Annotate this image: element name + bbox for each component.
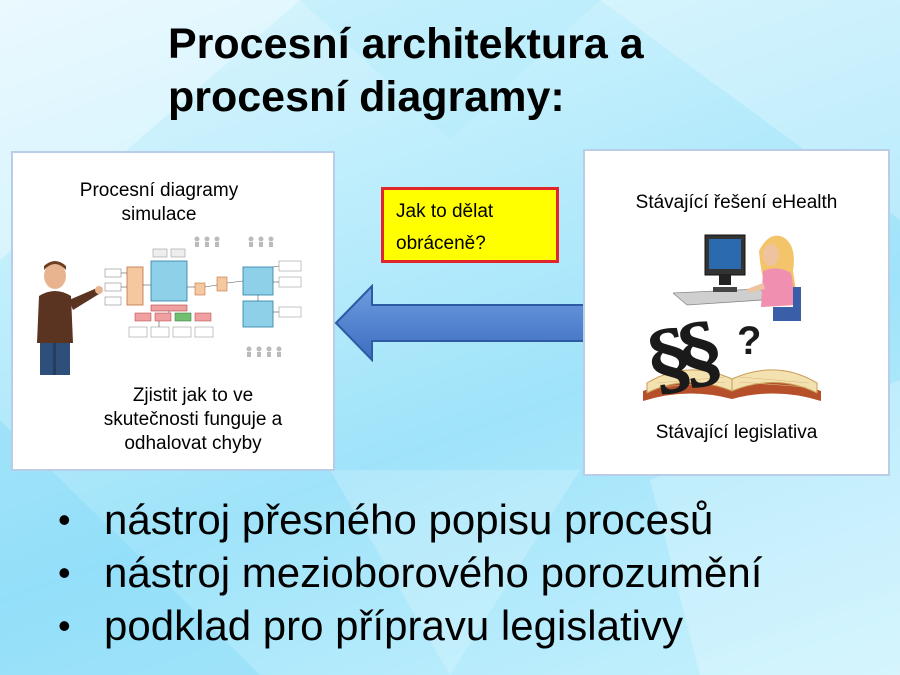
bullet-text: nástroj přesného popisu procesů [104, 496, 714, 543]
bullet-text: podklad pro přípravu legislativy [104, 602, 683, 649]
heading-line-1: Procesní diagramy [79, 180, 239, 201]
bullet-item: • nástroj mezioborového porozumění [58, 546, 762, 599]
current-solution-panel: Stávající řešení eHealth §§ ? Stávající … [583, 149, 890, 476]
process-diagram-caption: Zjistit jak to ve skutečnosti funguje a … [77, 384, 309, 456]
ehealth-heading: Stávající řešení eHealth [635, 192, 838, 213]
caption-line-3: odhalovat chyby [124, 433, 262, 454]
left-arrow-icon [334, 284, 585, 362]
reverse-question-callout: Jak to dělat obráceně? [381, 187, 559, 263]
process-diagram-thumbnail-icon [104, 236, 302, 357]
woman-at-computer-icon [673, 234, 801, 321]
process-diagram-panel: Procesní diagramy simulace [11, 151, 335, 471]
title-line-2: procesní diagramy: [168, 73, 565, 121]
slide-title: Procesní architektura a procesní diagram… [168, 18, 868, 124]
process-diagram-heading: Procesní diagramy simulace [43, 179, 275, 227]
law-book-icon [643, 369, 821, 401]
bullet-item: • nástroj přesného popisu procesů [58, 493, 762, 546]
question-mark: ? [737, 319, 762, 363]
bullet-dot-icon: • [58, 552, 71, 593]
bullet-dot-icon: • [58, 499, 71, 540]
bullet-text: nástroj mezioborového porozumění [104, 549, 763, 596]
presenter-figure-icon [37, 261, 103, 375]
bullet-dot-icon: • [58, 605, 71, 646]
callout-line-1: Jak to dělat [396, 201, 494, 222]
title-line-1: Procesní architektura a [168, 20, 644, 68]
heading-line-2: simulace [121, 204, 197, 225]
bullet-list: • nástroj přesného popisu procesů • nástro… [58, 493, 762, 652]
caption-line-2: skutečnosti funguje a [103, 409, 283, 430]
legislation-caption: Stávající legislativa [655, 422, 818, 443]
callout-line-2: obráceně? [396, 233, 486, 254]
bullet-item: • podklad pro přípravu legislativy [58, 599, 762, 652]
caption-line-1: Zjistit jak to ve [132, 385, 254, 406]
